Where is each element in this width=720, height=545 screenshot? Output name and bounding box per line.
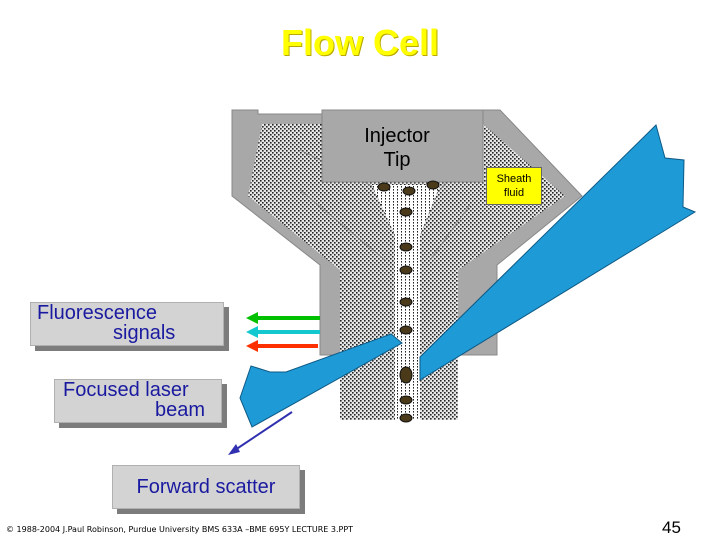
cell: [399, 207, 413, 217]
cell: [399, 242, 413, 252]
forward-scatter-label: Forward scatter: [112, 465, 300, 509]
fluorescence-arrows: [246, 312, 320, 352]
forward-scatter-arrow: [228, 411, 293, 455]
cell: [402, 186, 416, 196]
fluorescence-label-line2: signals: [113, 322, 176, 344]
cell: [399, 297, 413, 307]
injector-tip-label-line2: Tip: [383, 149, 411, 171]
cell: [399, 325, 413, 335]
forward-scatter-text: Forward scatter: [136, 476, 276, 498]
cell: [377, 182, 391, 192]
slide-title: Flow Cell: [280, 22, 439, 63]
sheath-fluid-label: Sheath fluid: [486, 167, 542, 205]
fluorescence-signals-label: Fluorescence signals: [30, 302, 224, 346]
cell: [399, 395, 413, 405]
page-number: 45: [662, 518, 681, 537]
footer-copyright: © 1988-2004 J.Paul Robinson, Purdue Univ…: [6, 525, 354, 534]
laser-beam-upper: [419, 124, 697, 381]
focused-laser-beam-label: Focused laser beam: [54, 379, 222, 423]
sheath-fluid-text: Sheath fluid: [496, 173, 532, 199]
cell: [399, 265, 413, 275]
cells: [377, 180, 440, 423]
injector-tip-label-line1: Injector: [364, 125, 430, 147]
injector-tip-label: Injector Tip: [352, 124, 442, 172]
cell: [399, 366, 413, 384]
cell: [399, 413, 413, 423]
laser-label-line2: beam: [155, 399, 206, 421]
focused-laser-beam: [239, 333, 403, 428]
cell: [426, 180, 440, 190]
laser-label-line1: Focused laser: [63, 379, 189, 401]
fluorescence-label-line1: Fluorescence: [37, 302, 158, 324]
injector-tip: [321, 109, 484, 183]
